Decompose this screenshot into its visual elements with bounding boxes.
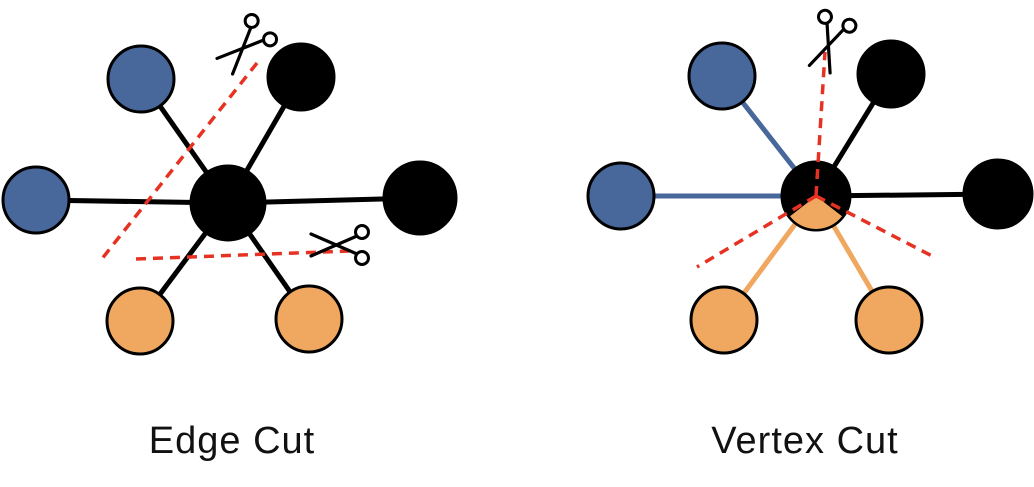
edge-cut-label: Edge Cut [148, 420, 316, 462]
center-node-split-wedge [790, 196, 842, 229]
cut-line [135, 249, 350, 261]
cut-line [814, 51, 827, 197]
cut-line [696, 194, 817, 269]
graph-node-black-right [382, 160, 458, 236]
graph-node-blue-top-left [106, 44, 176, 114]
graph-node-orange-bottom-left [689, 285, 759, 355]
graph-partition-canvas [1, 8, 1034, 356]
graph-node-blue-left [586, 161, 656, 231]
graph-node-blue-left [1, 165, 71, 235]
vertex-cut-label: Vertex Cut [711, 420, 899, 462]
scissors-icon [309, 224, 370, 266]
cut-line [815, 194, 935, 259]
graph-node-black-top-right [856, 39, 926, 109]
graph-node-orange-bottom-left [105, 286, 175, 356]
vertex-cut-diagram [586, 8, 1034, 355]
graph-node-black-right [962, 158, 1034, 230]
graph-center-node [189, 164, 267, 242]
scissors-icon [215, 12, 279, 76]
scissors-icon [807, 8, 858, 75]
edge-cut-diagram [1, 12, 458, 356]
graph-node-orange-bottom-right [854, 285, 924, 355]
cut-line [99, 61, 259, 262]
graph-node-black-top-right [266, 42, 336, 112]
graph-node-orange-bottom-right [274, 284, 344, 354]
graph-node-blue-top-left [687, 41, 757, 111]
